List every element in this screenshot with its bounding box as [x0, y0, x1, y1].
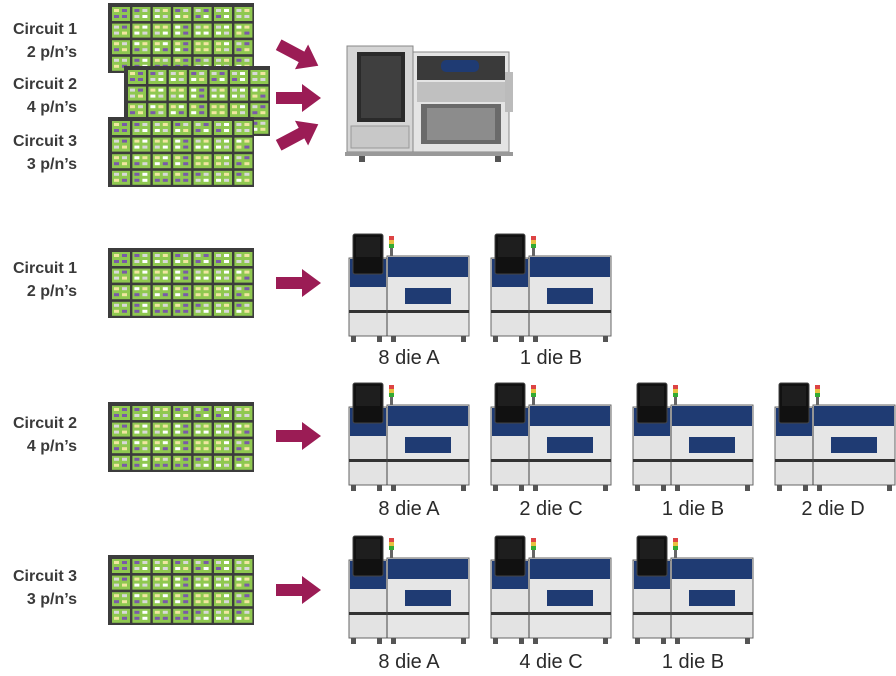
row-2-machine-4	[774, 382, 896, 491]
top-board-circuit-3	[108, 117, 254, 187]
circuit-name: Circuit 2	[12, 76, 77, 93]
top-board-circuit-1	[108, 3, 254, 73]
circuit-name: Circuit 1	[12, 21, 77, 38]
row-2-machine-2	[490, 382, 612, 491]
circuit-parts: 3 p/n’s	[26, 591, 77, 608]
row-1-machine-1-caption: 8 die A	[378, 347, 440, 369]
top-circuit-3-label: Circuit 3 3 p/n’s	[0, 130, 77, 176]
row-2-machine-3	[632, 382, 754, 491]
row-3-machine-1-caption: 8 die A	[378, 651, 440, 673]
row-2-machine-2-caption: 2 die C	[519, 498, 583, 520]
row-3-circuit-label: Circuit 3 3 p/n’s	[0, 565, 77, 611]
large-placement-machine	[345, 45, 513, 162]
circuit-name: Circuit 1	[12, 260, 77, 277]
row-3-machine-3	[632, 535, 754, 644]
row-3-machine-2-caption: 4 die C	[519, 651, 583, 673]
row-2-machine-3-caption: 1 die B	[661, 498, 725, 520]
row-2-board	[108, 402, 254, 472]
row-1-machine-1	[348, 233, 470, 342]
row-2-machine-4-caption: 2 die D	[801, 498, 865, 520]
row-2-arrow	[276, 422, 321, 450]
top-circuit-1-label: Circuit 1 2 p/n’s	[0, 18, 77, 64]
row-2-machine-1-caption: 8 die A	[378, 498, 440, 520]
top-arrow-3	[275, 120, 319, 151]
row-3-machine-3-caption: 1 die B	[661, 651, 725, 673]
top-circuit-2-label: Circuit 2 4 p/n’s	[0, 73, 77, 119]
circuit-parts: 2 p/n’s	[26, 283, 77, 300]
row-1-machine-2	[490, 233, 612, 342]
circuit-parts: 2 p/n’s	[26, 44, 77, 61]
row-1-arrow	[276, 269, 321, 297]
row-3-arrow	[276, 576, 321, 604]
circuit-parts: 4 p/n’s	[26, 438, 77, 455]
row-1-board	[108, 248, 254, 318]
top-arrow-1	[275, 39, 319, 70]
row-3-machine-2	[490, 535, 612, 644]
row-1-circuit-label: Circuit 1 2 p/n’s	[0, 257, 77, 303]
top-arrow-2	[276, 84, 321, 112]
circuit-name: Circuit 3	[12, 133, 77, 150]
row-2-machine-1	[348, 382, 470, 491]
row-3-machine-1	[348, 535, 470, 644]
circuit-name: Circuit 2	[12, 415, 77, 432]
row-2-circuit-label: Circuit 2 4 p/n’s	[0, 412, 77, 458]
row-1-machine-2-caption: 1 die B	[519, 347, 583, 369]
circuit-parts: 4 p/n’s	[26, 99, 77, 116]
circuit-name: Circuit 3	[12, 568, 77, 585]
row-3-board	[108, 555, 254, 625]
circuit-parts: 3 p/n’s	[26, 156, 77, 173]
